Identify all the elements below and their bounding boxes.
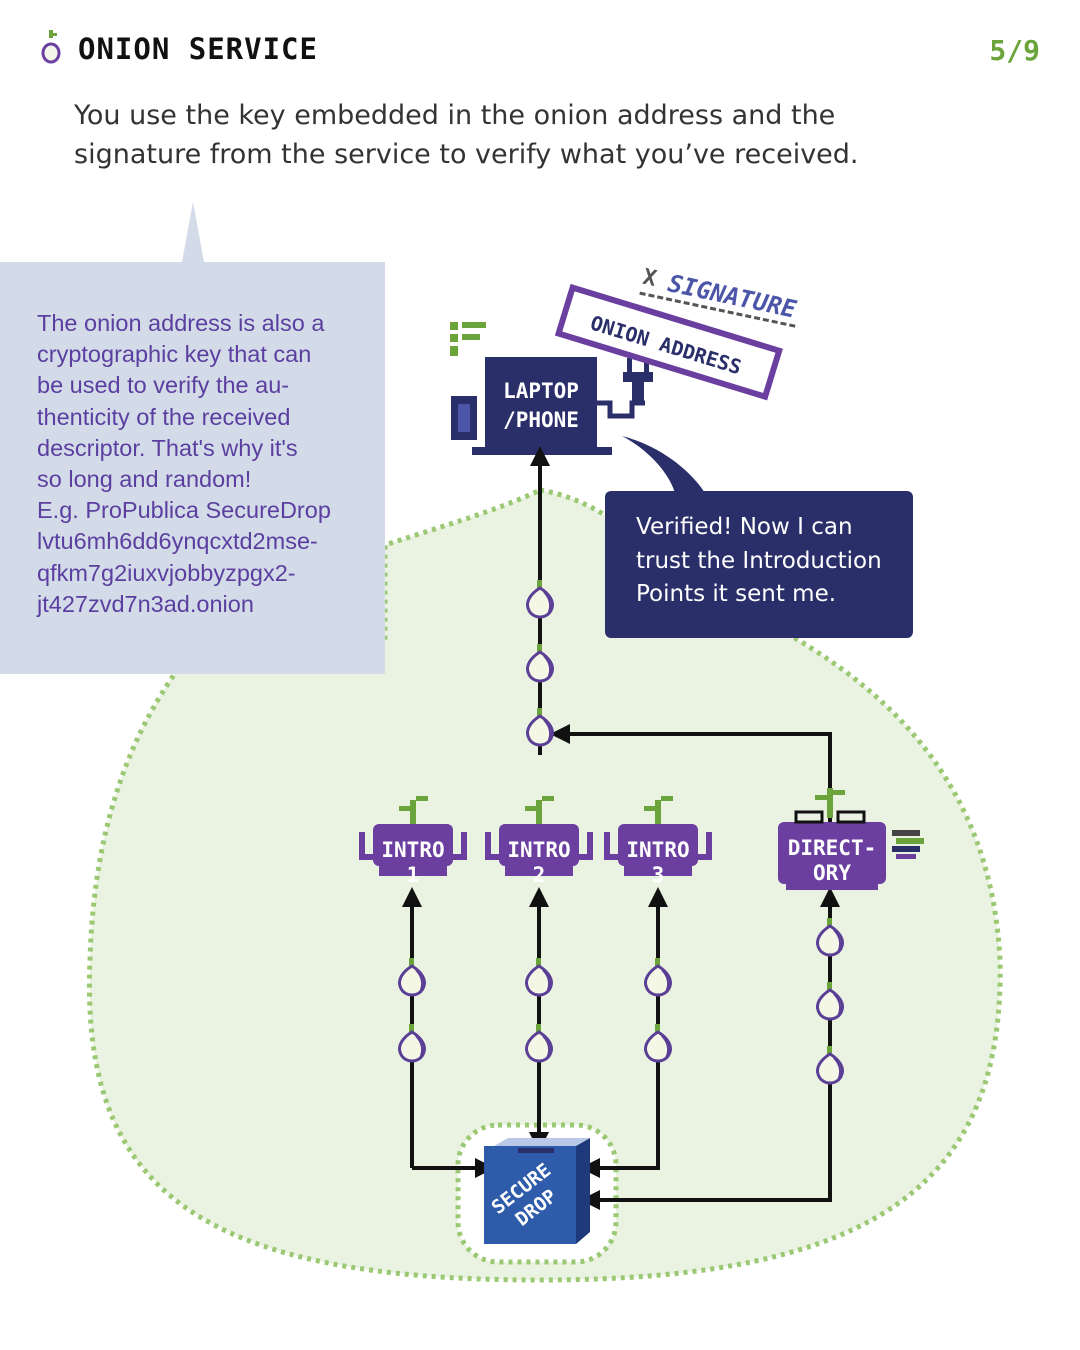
intro-1-label-line: 1 xyxy=(407,863,420,887)
network-region xyxy=(86,487,1003,1283)
callout-line: so long and random! xyxy=(37,466,252,493)
intro-2-label-line: 2 xyxy=(533,863,546,887)
laptop-label-line: LAPTOP xyxy=(503,379,579,403)
onion-address-callout: The onion address is also a cryptographi… xyxy=(0,262,385,674)
intro-paragraph: You use the key embedded in the onion ad… xyxy=(74,96,874,174)
intro-1-label-line: INTRO xyxy=(381,838,444,862)
onion-logo-icon xyxy=(41,30,61,64)
verified-line: trust the Introduction xyxy=(636,547,882,574)
callout-line: thenticity of the received xyxy=(37,403,291,430)
verified-line: Verified! Now I can xyxy=(636,514,853,540)
intro-3-label-line: INTRO xyxy=(626,838,689,862)
callout-tail xyxy=(182,202,204,262)
callout-line: be used to verify the au- xyxy=(37,372,290,399)
signature-mark: X xyxy=(641,265,659,292)
intro-line: You use the key embedded in the onion ad… xyxy=(74,100,836,131)
laptop-label-line: /PHONE xyxy=(503,408,579,432)
intro-3-label-line: 3 xyxy=(652,863,665,887)
callout-line: E.g. ProPublica SecureDrop xyxy=(37,497,331,524)
callout-line: descriptor. That's why it's xyxy=(37,434,298,461)
laptop-phone-node xyxy=(450,322,653,455)
callout-line: cryptographic key that can xyxy=(37,341,312,368)
verified-bubble-tail xyxy=(622,436,705,493)
callout-line: qfkm7g2iuxvjobbyzpgx2- xyxy=(37,559,296,586)
directory-label-line: DIRECT- xyxy=(788,836,877,860)
directory-node xyxy=(778,788,924,890)
page-title: ONION SERVICE xyxy=(78,32,318,66)
page-number: 5/9 xyxy=(989,34,1040,67)
signature-label: SIGNATURE xyxy=(666,269,800,324)
callout-line: jt427zvd7n3ad.onion xyxy=(37,590,254,617)
callout-line: The onion address is also a xyxy=(37,310,325,336)
securedrop-node xyxy=(484,1138,590,1244)
verified-speech-bubble: Verified! Now I can trust the Introducti… xyxy=(605,491,913,638)
directory-label-line: ORY xyxy=(813,861,851,885)
intro-2-label-line: INTRO xyxy=(507,838,570,862)
intro-line: signature from the service to verify wha… xyxy=(74,139,859,170)
callout-line: lvtu6mh6dd6ynqcxtd2mse- xyxy=(37,528,318,555)
verified-line: Points it sent me. xyxy=(636,581,837,607)
onion-address-tag xyxy=(554,283,783,401)
